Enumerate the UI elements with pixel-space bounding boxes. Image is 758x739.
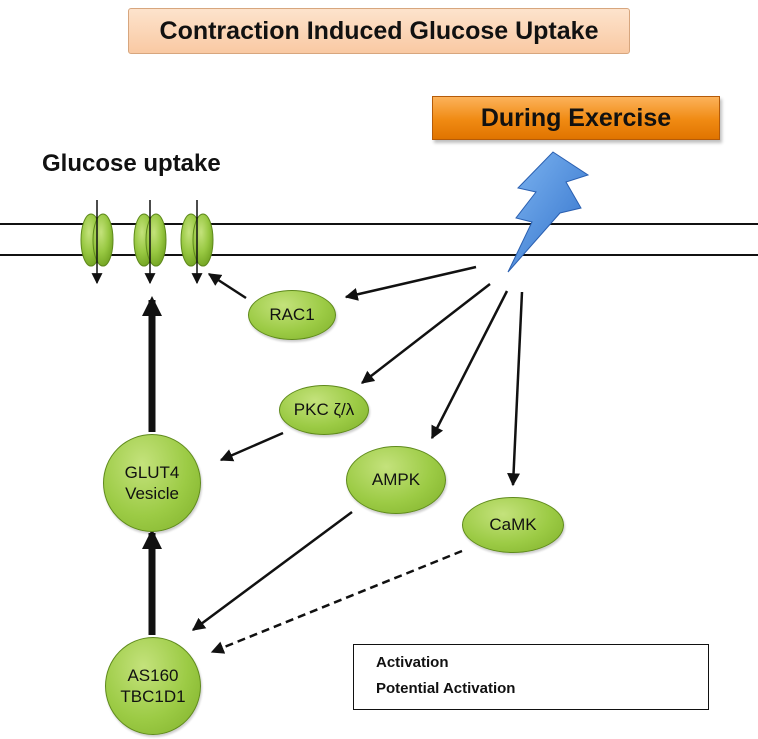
arrow-exercise-to-ampk bbox=[430, 290, 509, 440]
arrow-pkc-to-glut4 bbox=[219, 431, 284, 462]
node-as160-line1: AS160 bbox=[127, 665, 179, 685]
arrow-camk-to-as160-dashed bbox=[210, 549, 463, 654]
arrow-exercise-to-pkc bbox=[360, 283, 491, 384]
arrow-exercise-to-camk bbox=[507, 291, 524, 487]
node-ampk-label: AMPK bbox=[371, 470, 421, 490]
node-rac1: RAC1 bbox=[248, 290, 336, 340]
diagram-title: Contraction Induced Glucose Uptake bbox=[128, 8, 630, 54]
legend-activation-label: Activation bbox=[376, 654, 449, 671]
glucose-transporter-1 bbox=[80, 200, 114, 285]
legend-box: Activation Potential Activation bbox=[353, 644, 709, 710]
node-camk: CaMK bbox=[462, 497, 564, 553]
node-glut4-line1: GLUT4 bbox=[124, 462, 180, 482]
node-glut4-line2: Vesicle bbox=[125, 484, 179, 503]
node-pkc-label: PKC ζ/λ bbox=[293, 400, 355, 420]
during-exercise-box: During Exercise bbox=[432, 96, 720, 140]
legend-potential-label: Potential Activation bbox=[376, 680, 516, 697]
arrow-rac1-to-transporter bbox=[207, 272, 247, 300]
arrow-exercise-to-rac1 bbox=[344, 265, 477, 301]
glucose-transporter-2 bbox=[133, 200, 167, 285]
node-rac1-label: RAC1 bbox=[269, 305, 315, 325]
node-glut4-vesicle: GLUT4 Vesicle bbox=[103, 434, 201, 532]
arrow-ampk-to-as160 bbox=[191, 510, 353, 632]
node-camk-label: CaMK bbox=[489, 515, 537, 535]
node-as160-tbc1d1: AS160 TBC1D1 bbox=[105, 637, 201, 735]
glucose-uptake-label: Glucose uptake bbox=[42, 150, 221, 177]
node-pkc: PKC ζ/λ bbox=[279, 385, 369, 435]
lightning-bolt-icon bbox=[507, 151, 590, 273]
node-as160-line2: TBC1D1 bbox=[120, 687, 186, 706]
node-ampk: AMPK bbox=[346, 446, 446, 514]
glucose-transporter-3 bbox=[180, 200, 214, 285]
